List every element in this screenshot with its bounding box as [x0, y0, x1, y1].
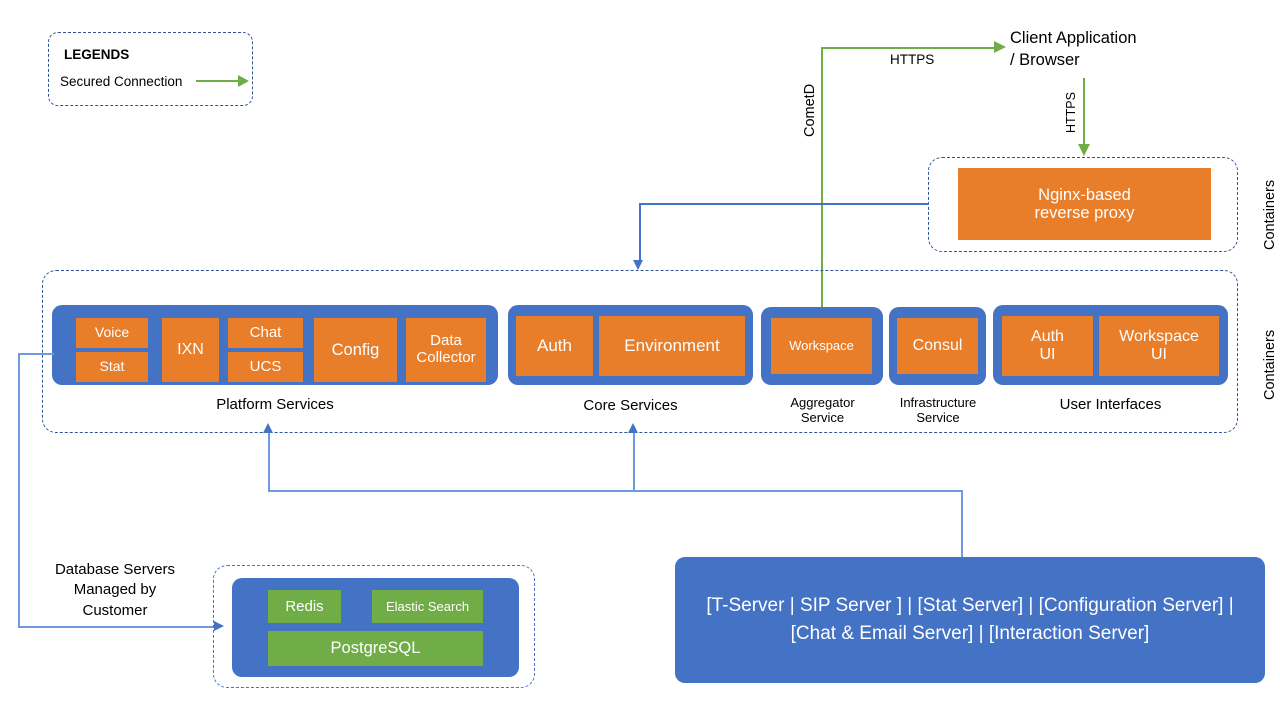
service-box-chat: Chat [228, 318, 303, 348]
backend-to-services-horizontal [268, 490, 963, 492]
infrastructure-service-caption: Infrastructure Service [884, 395, 992, 426]
https-to-proxy-arrow-icon [1078, 144, 1090, 156]
database-containers-boundary [213, 565, 535, 688]
aggregator-service-caption-text: Aggregator Service [790, 395, 855, 425]
backend-servers-box: [T-Server | SIP Server ] | [Stat Server]… [675, 557, 1265, 683]
service-box-consul: Consul [897, 318, 978, 374]
legend-secured-connection-arrow-icon [196, 80, 240, 82]
database-caption-line2: Managed by [73, 581, 157, 599]
database-box-redis: Redis [268, 590, 341, 623]
services-to-database-arrow-icon [214, 621, 224, 631]
proxy-to-services-vertical [639, 203, 641, 261]
client-application-label: Client Application / Browser [1010, 27, 1210, 72]
https-to-client-label: HTTPS [890, 52, 935, 67]
proxy-to-services-arrow-icon [633, 260, 643, 270]
service-box-workspace-ui: Workspace UI [1099, 316, 1219, 376]
services-to-database-bottom-horizontal [18, 626, 216, 628]
https-connector-to-client [821, 47, 996, 50]
services-containers-label: Containers [1262, 329, 1278, 400]
platform-services-caption: Platform Services [216, 396, 334, 413]
service-box-auth: Auth [516, 316, 593, 376]
service-box-stat: Stat [76, 352, 148, 382]
database-servers-caption: Database Servers Managed by Customer [35, 560, 195, 621]
service-box-auth-ui: Auth UI [1002, 316, 1093, 376]
database-caption-line3: Customer [82, 601, 148, 619]
services-containers-boundary [42, 270, 1238, 433]
client-application-line2: / Browser [1010, 51, 1080, 70]
service-box-voice: Voice [76, 318, 148, 348]
legend-title: LEGENDS [64, 47, 130, 62]
legend-box [48, 32, 253, 106]
https-to-proxy-label: HTTPS [1064, 92, 1078, 133]
proxy-to-services-horizontal [639, 203, 929, 205]
user-interfaces-caption: User Interfaces [1059, 396, 1162, 413]
nginx-box-line1: Nginx-based [1038, 185, 1131, 204]
service-box-environment: Environment [599, 316, 745, 376]
cometd-protocol-label: CometD [802, 83, 818, 137]
backend-to-core-arrow-icon [628, 423, 638, 433]
proxy-containers-label: Containers [1262, 179, 1278, 250]
cometd-connector-vertical [821, 48, 824, 307]
legend-secured-connection-label: Secured Connection [60, 74, 183, 89]
service-box-config: Config [314, 318, 397, 382]
backend-to-platform-arrow-icon [263, 423, 273, 433]
infrastructure-service-caption-text: Infrastructure Service [899, 395, 977, 425]
nginx-box-line2: reverse proxy [1034, 204, 1135, 222]
service-box-workspace: Workspace [771, 318, 872, 374]
backend-servers-line1: [T-Server | SIP Server ] | [Stat Server]… [706, 595, 1157, 617]
aggregator-service-caption: Aggregator Service [770, 395, 875, 426]
https-to-client-arrow-icon [994, 41, 1006, 53]
service-box-data-collector: Data Collector [406, 318, 486, 382]
nginx-reverse-proxy-box: Nginx-based reverse proxy [958, 168, 1211, 240]
services-to-database-vertical [18, 353, 20, 627]
https-connector-to-proxy [1083, 78, 1086, 146]
legend-arrow-head-icon [238, 75, 249, 87]
backend-servers-line2: Server] | [Chat & Email Server] | [Inter… [790, 595, 1234, 644]
services-to-database-top-horizontal [18, 353, 54, 355]
database-box-elastic-search: Elastic Search [372, 590, 483, 623]
client-application-line1: Client Application [1010, 29, 1137, 47]
backend-to-platform-vertical [268, 432, 270, 491]
database-caption-line1: Database Servers [54, 561, 176, 578]
service-box-ucs: UCS [228, 352, 303, 382]
backend-to-core-vertical [633, 432, 635, 491]
core-services-caption: Core Services [583, 397, 678, 414]
database-box-postgresql: PostgreSQL [268, 631, 483, 666]
backend-servers-riser [961, 490, 963, 558]
service-box-ixn: IXN [162, 318, 219, 382]
